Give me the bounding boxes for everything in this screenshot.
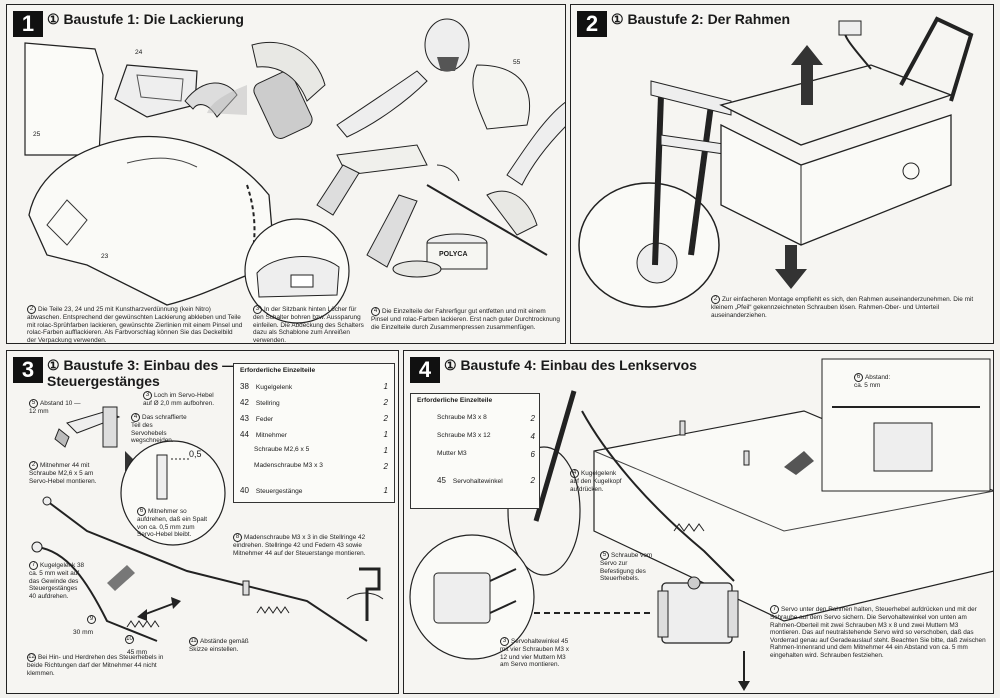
servo-icon [657, 576, 739, 644]
dim-9: 9 [87, 615, 98, 624]
step3-illustration [31, 406, 384, 642]
arrow-up-icon [791, 45, 823, 105]
part-label-24: 24 [135, 49, 143, 56]
dim-45: 45 mm [127, 649, 148, 656]
step1-panel: 1 ① Baustufe 1: Die Lackierung [6, 4, 566, 344]
step3-parts-list: Erforderliche Einzelteile 38 Kugelgelenk… [233, 363, 395, 503]
spray-can-icon [251, 41, 326, 139]
step3-parts-header: Erforderliche Einzelteile [240, 367, 316, 374]
step2-title: ① Baustufe 2: Der Rahmen [611, 11, 791, 27]
screw-icon [679, 420, 750, 466]
step4-parts-header: Erforderliche Einzelteile [417, 397, 493, 404]
step3-panel: 3 ① Baustufe 3: Einbau des — Steuergestä… [6, 350, 399, 694]
step2-number: 2 [577, 11, 607, 37]
step4-illustration [409, 358, 993, 691]
step4-number: 4 [410, 357, 440, 383]
screw-icon [242, 580, 250, 596]
part-label-25: 25 [33, 131, 41, 138]
dim-30: 30 mm [73, 629, 94, 636]
step1-illustration [24, 18, 565, 324]
step4-panel: 4 ① Baustufe 4: Einbau des Lenkservos [403, 350, 994, 694]
part-label-23: 23 [101, 253, 109, 260]
jar-label: POLYCA [439, 251, 468, 258]
step4-parts-list: Erforderliche Einzelteile Schraube M3 x … [410, 393, 540, 509]
step3-number: 3 [13, 357, 43, 383]
step2-illustration [578, 16, 974, 308]
arrow-down-icon [775, 245, 807, 289]
dim-10: 10 [125, 635, 134, 644]
part-label-55: 55 [513, 59, 521, 66]
dim-05: 0,5 [189, 449, 202, 459]
step4-title: ① Baustufe 4: Einbau des Lenkservos [444, 357, 697, 373]
step1-number: 1 [13, 11, 43, 37]
step3-title: ① Baustufe 3: Einbau des — Steuergestäng… [47, 357, 237, 389]
step1-title: ① Baustufe 1: Die Lackierung [47, 11, 244, 27]
